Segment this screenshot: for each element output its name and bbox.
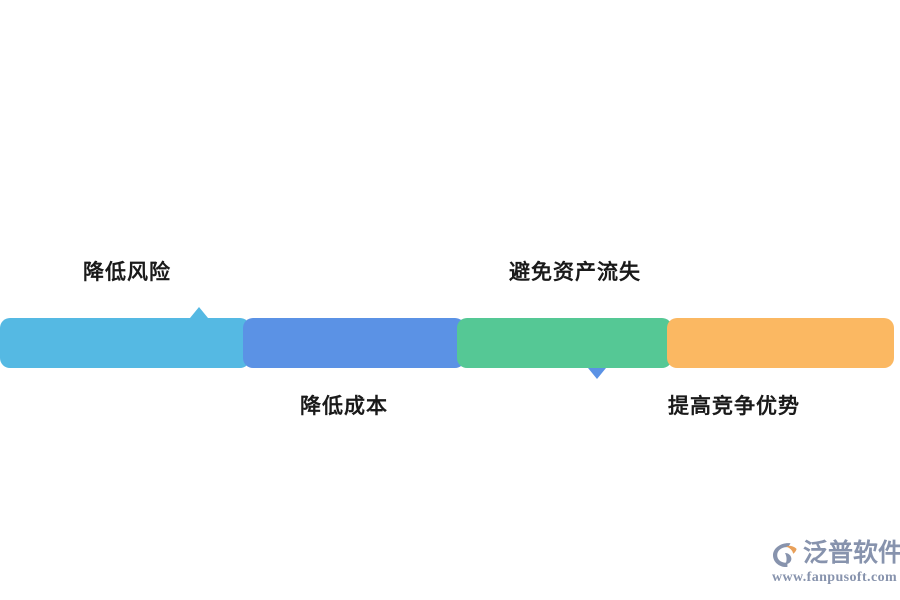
process-bar — [0, 307, 900, 379]
watermark-brand-text: 泛普软件 — [803, 539, 900, 567]
watermark-url-text: www.fanpusoft.com — [772, 570, 898, 585]
process-segment-3[interactable] — [457, 318, 672, 368]
segment-label-3: 避免资产流失 — [509, 261, 641, 284]
process-segment-1[interactable] — [0, 307, 250, 368]
watermark: 泛普软件 www.fanpusoft.com — [770, 538, 900, 590]
process-segment-4[interactable] — [667, 318, 894, 368]
segment-label-1: 降低风险 — [83, 261, 171, 284]
segment-label-4: 提高竞争优势 — [668, 395, 800, 418]
segment-label-2: 降低成本 — [300, 395, 388, 418]
fanpu-swoosh-logo-icon — [770, 540, 800, 570]
pointer-down-icon-2 — [588, 368, 606, 379]
pointer-up-icon-1 — [190, 307, 208, 318]
process-segment-2[interactable] — [243, 318, 606, 379]
